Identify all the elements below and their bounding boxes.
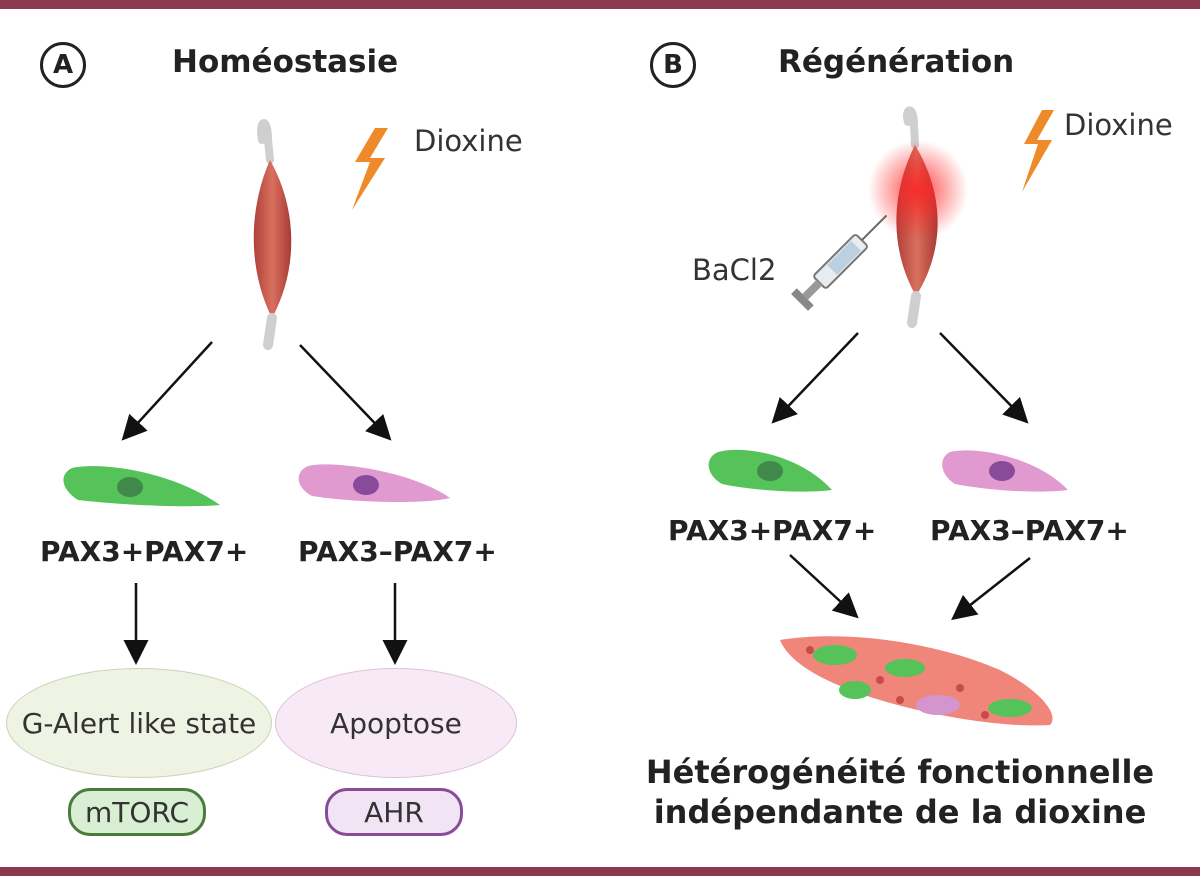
summary-line-2: indépendante de la dioxine bbox=[653, 793, 1147, 831]
panel-a-mtorc-badge: mTORC bbox=[68, 788, 206, 836]
panel-b-letter: B bbox=[650, 42, 696, 88]
panel-b-right-cell-label: PAX3–PAX7+ bbox=[930, 514, 1129, 547]
panel-a-dioxine-label: Dioxine bbox=[414, 124, 523, 158]
panel-a-letter: A bbox=[40, 42, 86, 88]
cell-icon bbox=[298, 464, 450, 503]
muscle-icon bbox=[253, 119, 292, 350]
arrow-b-left-merge bbox=[789, 554, 859, 619]
arrow-b-left bbox=[771, 332, 859, 424]
cell-icon bbox=[708, 449, 832, 492]
panel-b-title: Régénération bbox=[778, 44, 1015, 80]
panel-a-ahr-badge: AHR bbox=[325, 788, 463, 836]
muscle-icon bbox=[868, 106, 968, 328]
arrow-b-right bbox=[939, 332, 1029, 424]
panel-b-bacl2-label: BaCl2 bbox=[692, 253, 777, 287]
panel-a-right-state: Apoptose bbox=[275, 668, 517, 778]
arrow-a-left bbox=[121, 341, 213, 441]
panel-b-summary: Hétérogénéité fonctionnelle indépendante… bbox=[620, 752, 1180, 832]
arrow-b-right-merge bbox=[951, 557, 1031, 621]
panel-b-left-cell-label: PAX3+PAX7+ bbox=[668, 514, 877, 547]
syringe-icon bbox=[791, 214, 888, 311]
panel-a-right-cell-label: PAX3–PAX7+ bbox=[298, 535, 497, 568]
lightning-bolt-icon bbox=[352, 128, 388, 210]
arrow-a-right bbox=[299, 344, 392, 441]
panel-a-title: Homéostasie bbox=[172, 44, 399, 80]
top-border bbox=[0, 0, 1200, 9]
panel-a-left-state: G-Alert like state bbox=[6, 668, 272, 778]
bottom-border bbox=[0, 867, 1200, 876]
summary-line-1: Hétérogénéité fonctionnelle bbox=[645, 753, 1155, 791]
cell-icon bbox=[63, 466, 220, 507]
panel-a-left-cell-label: PAX3+PAX7+ bbox=[40, 535, 249, 568]
fiber-icon bbox=[780, 636, 1053, 726]
lightning-bolt-icon bbox=[1022, 110, 1054, 192]
cell-icon bbox=[942, 450, 1068, 492]
panel-b-dioxine-label: Dioxine bbox=[1064, 108, 1173, 142]
